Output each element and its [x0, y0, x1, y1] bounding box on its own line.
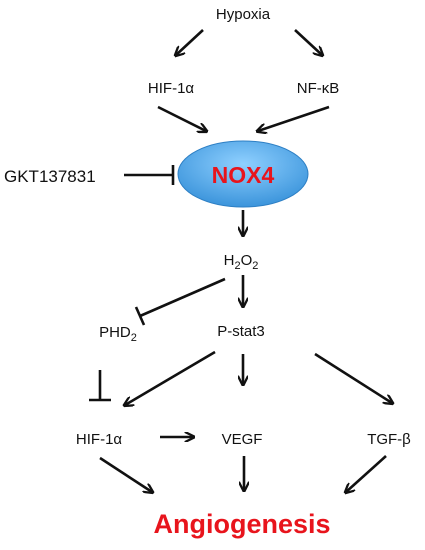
node-hif1a-bottom: HIF-1α [76, 431, 123, 448]
inhibit-h2o2-to-phd2 [134, 277, 226, 326]
node-vegf: VEGF [222, 431, 263, 448]
edge-hypoxia-to-hif1a [176, 29, 204, 55]
edge-hif1a-to-angiogenesis [99, 456, 152, 492]
edge-pstat3-to-tgfb [314, 352, 392, 403]
edge-pstat3-to-hif1a [125, 350, 216, 405]
node-h2o2: H2O2 [224, 252, 259, 272]
edge-hypoxia-to-nfkb [294, 29, 322, 55]
node-angiogenesis: Angiogenesis [153, 509, 330, 539]
inhibit-gkt-to-nox4 [124, 165, 175, 185]
node-nox4: NOX4 [212, 162, 275, 188]
node-tgfb: TGF-β [367, 431, 411, 448]
edge-nfkb-to-nox4 [258, 105, 330, 131]
edge-hif1a-to-nox4 [157, 105, 206, 131]
edge-tgfb-to-angiogenesis [346, 455, 387, 492]
node-hif1a-top: HIF-1α [148, 80, 195, 97]
nox4-ellipse [177, 140, 309, 208]
node-phd2: PHD2 [99, 324, 137, 344]
node-pstat3: P-stat3 [217, 323, 265, 340]
node-hypoxia: Hypoxia [216, 6, 271, 23]
node-gkt137831: GKT137831 [4, 167, 96, 186]
inhibit-phd2-to-hif1a [89, 370, 111, 402]
node-nfkb: NF-κB [297, 80, 340, 97]
